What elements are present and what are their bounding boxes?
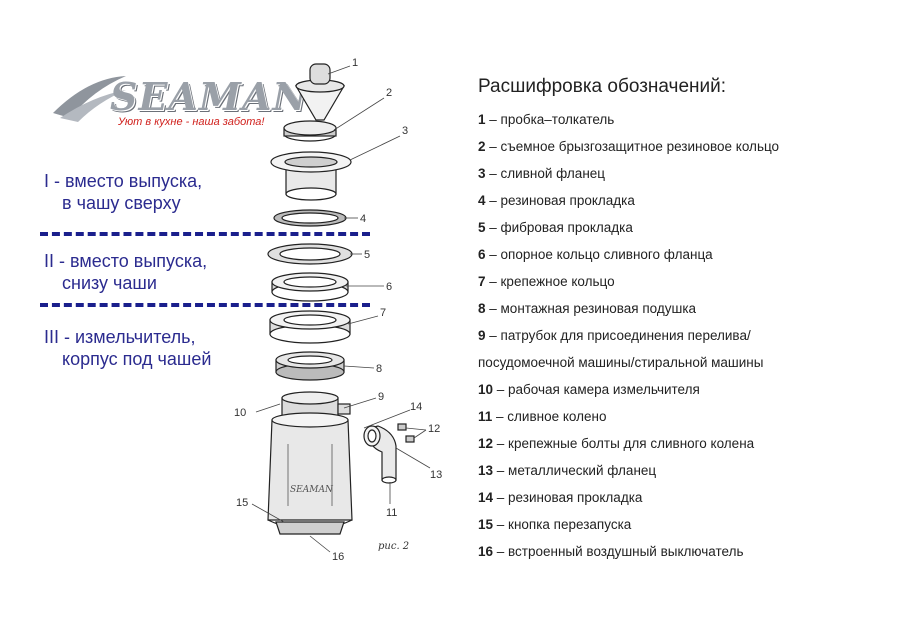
diagram-label-9: 9 — [378, 391, 384, 403]
legend-item-number: 16 — [478, 544, 497, 559]
diagram-label-2: 2 — [386, 87, 392, 99]
legend-item-number: 10 — [478, 382, 497, 397]
part-grinder-body: SEAMAN — [267, 391, 353, 535]
legend-item: 10 – рабочая камера измельчителя — [478, 382, 700, 397]
legend-item: 7 – крепежное кольцо — [478, 274, 615, 289]
zone-1-line1: I - вместо выпуска, — [44, 171, 203, 191]
legend-item: 5 – фибровая прокладка — [478, 220, 633, 235]
diagram-label-16: 16 — [332, 551, 344, 563]
brand-logo: SEAMAN Уют в кухне - наша забота! — [48, 68, 307, 138]
legend-item-text: – крепежные болты для сливного колена — [496, 436, 755, 451]
logo-tagline: Уют в кухне - наша забота! — [118, 116, 265, 128]
legend-item-text: – сливное колено — [496, 409, 607, 424]
part-rubber-cushion — [275, 351, 345, 381]
part-fiber-gasket — [267, 243, 353, 265]
figure-caption: рис. 2 — [378, 541, 410, 552]
legend-item-number: 8 — [478, 301, 490, 316]
diagram-label-12: 12 — [428, 423, 440, 435]
zone-2-line1: II - вместо выпуска, — [44, 251, 208, 271]
legend-item-number: 13 — [478, 463, 497, 478]
legend-item-number: 15 — [478, 517, 497, 532]
part-drain-flange — [270, 151, 352, 201]
part-stopper — [294, 63, 346, 121]
zone-2-line2: снизу чаши — [62, 273, 157, 293]
legend-item: 13 – металлический фланец — [478, 463, 656, 478]
legend-item-number: 3 — [478, 166, 490, 181]
legend-item-text: посудомоечной машины/стиральной машины — [478, 355, 764, 370]
zone-divider-2 — [40, 303, 370, 307]
legend-item: посудомоечной машины/стиральной машины — [478, 355, 763, 370]
legend-item-number: 6 — [478, 247, 490, 262]
diagram-label-7: 7 — [380, 307, 386, 319]
legend-item-number: 11 — [478, 409, 497, 424]
legend-item-text: – фибровая прокладка — [489, 220, 633, 235]
zone-3-line1: III - измельчитель, — [44, 327, 196, 347]
part-drain-elbow — [363, 425, 397, 484]
legend-item: 12 – крепежные болты для сливного колена — [478, 436, 754, 451]
legend-item: 4 – резиновая прокладка — [478, 193, 635, 208]
legend-item-text: – резиновая прокладка — [496, 490, 643, 505]
legend-item-number: 12 — [478, 436, 497, 451]
legend-item-number: 4 — [478, 193, 490, 208]
legend-item: 15 – кнопка перезапуска — [478, 517, 631, 532]
legend-item: 1 – пробка–толкатель — [478, 112, 614, 127]
legend-title: Расшифровка обозначений: — [478, 76, 727, 97]
legend-item-text: – кнопка перезапуска — [496, 517, 632, 532]
legend-item-text: – сливной фланец — [489, 166, 606, 181]
diagram-label-8: 8 — [376, 363, 382, 375]
legend-item-number: 9 — [478, 328, 490, 343]
legend-item-number: 5 — [478, 220, 490, 235]
part-splash-ring — [283, 120, 337, 142]
legend-item: 6 – опорное кольцо сливного фланца — [478, 247, 713, 262]
zone-divider-1 — [40, 232, 370, 236]
part-mounting-ring — [269, 310, 351, 344]
logo-brand: SEAMAN — [110, 74, 309, 119]
legend-item: 14 – резиновая прокладка — [478, 490, 642, 505]
legend-item-number: 2 — [478, 139, 490, 154]
legend-item-text: – опорное кольцо сливного фланца — [489, 247, 713, 262]
legend-item: 8 – монтажная резиновая подушка — [478, 301, 696, 316]
diagram-label-10: 10 — [234, 407, 246, 419]
logo-swoosh-icon — [53, 76, 126, 122]
diagram-label-13: 13 — [430, 469, 442, 481]
legend-item-text: – крепежное кольцо — [489, 274, 615, 289]
diagram-label-5: 5 — [364, 249, 370, 261]
diagram-label-6: 6 — [386, 281, 392, 293]
legend-item-text: – съемное брызгозащитное резиновое кольц… — [489, 139, 780, 154]
legend-item-text: – пробка–толкатель — [489, 112, 615, 127]
zone-3: III - измельчитель, корпус под чашей — [44, 326, 211, 370]
part-bolts — [397, 423, 415, 443]
diagram-label-1: 1 — [352, 57, 358, 69]
legend-item: 11 – сливное колено — [478, 409, 606, 424]
legend-item-number: 1 — [478, 112, 490, 127]
legend-item-number: 14 — [478, 490, 497, 505]
svg-text:SEAMAN: SEAMAN — [290, 485, 334, 495]
legend-item-text: – металлический фланец — [496, 463, 657, 478]
diagram-label-3: 3 — [402, 125, 408, 137]
diagram-label-15: 15 — [236, 497, 248, 509]
legend-item: 3 – сливной фланец — [478, 166, 605, 181]
diagram-label-4: 4 — [360, 213, 366, 225]
legend-item-number: 7 — [478, 274, 490, 289]
legend-item-text: – монтажная резиновая подушка — [489, 301, 697, 316]
legend-item: 2 – съемное брызгозащитное резиновое кол… — [478, 139, 779, 154]
legend-item-text: – патрубок для присоединения перелива/ — [489, 328, 751, 343]
part-support-ring — [271, 272, 349, 302]
diagram-label-11: 11 — [386, 507, 397, 519]
legend-item: 16 – встроенный воздушный выключатель — [478, 544, 744, 559]
zone-2: II - вместо выпуска, снизу чаши — [44, 250, 207, 294]
zone-1-line2: в чашу сверху — [62, 193, 181, 213]
legend-item-text: – резиновая прокладка — [489, 193, 635, 208]
part-rubber-gasket — [273, 209, 347, 227]
zone-3-line2: корпус под чашей — [62, 349, 212, 369]
zone-1: I - вместо выпуска, в чашу сверху — [44, 170, 202, 214]
legend-item-text: – встроенный воздушный выключатель — [496, 544, 744, 559]
legend-item: 9 – патрубок для присоединения перелива/ — [478, 328, 751, 343]
legend-item-text: – рабочая камера измельчителя — [496, 382, 700, 397]
diagram-label-14: 14 — [410, 401, 422, 413]
